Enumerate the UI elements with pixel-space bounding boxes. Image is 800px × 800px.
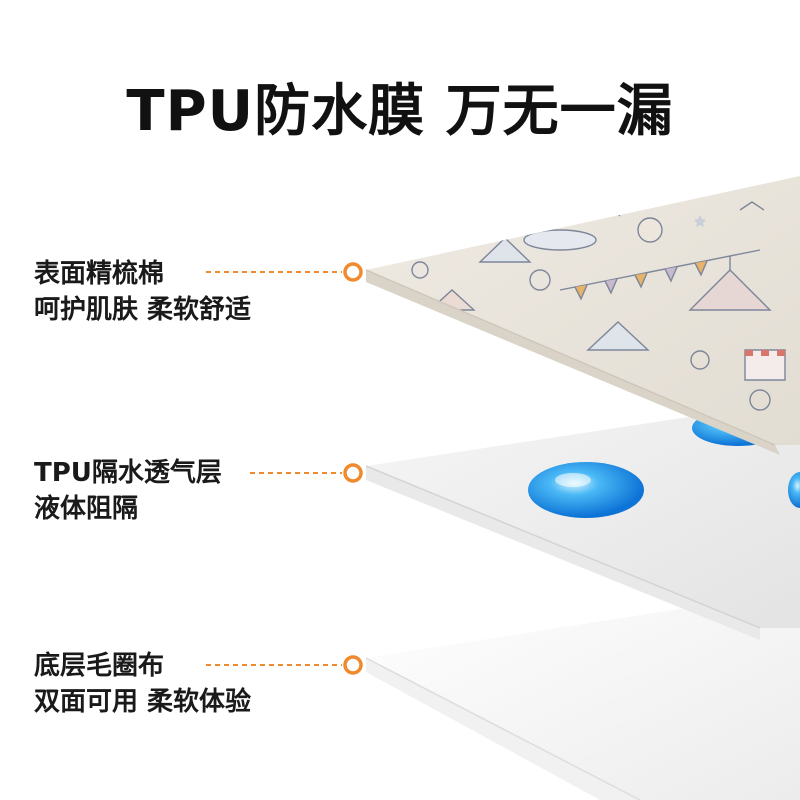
callout-connector-2 — [250, 463, 363, 483]
water-bead — [528, 462, 644, 518]
callout-title: 底层毛圈布 — [34, 651, 165, 681]
water-bead — [788, 472, 800, 508]
callout-middle-layer: TPU隔水透气层 液体阻隔 — [34, 455, 222, 527]
bottom-layer — [365, 590, 800, 800]
callout-title: TPU隔水透气层 — [34, 458, 222, 488]
callout-connector-1 — [206, 262, 363, 282]
callout-subtitle: 双面可用 柔软体验 — [34, 687, 252, 717]
callout-title: 表面精梳棉 — [34, 259, 165, 289]
middle-layer — [365, 400, 800, 640]
callout-subtitle: 呵护肌肤 柔软舒适 — [34, 295, 252, 325]
headline: TPU防水膜 万无一漏 — [126, 79, 674, 144]
callout-subtitle: 液体阻隔 — [34, 494, 139, 524]
callout-bottom-layer: 底层毛圈布 双面可用 柔软体验 — [34, 648, 251, 720]
callout-connector-3 — [206, 655, 363, 675]
top-layer — [365, 176, 800, 455]
callout-top-layer: 表面精梳棉 呵护肌肤 柔软舒适 — [34, 256, 251, 328]
